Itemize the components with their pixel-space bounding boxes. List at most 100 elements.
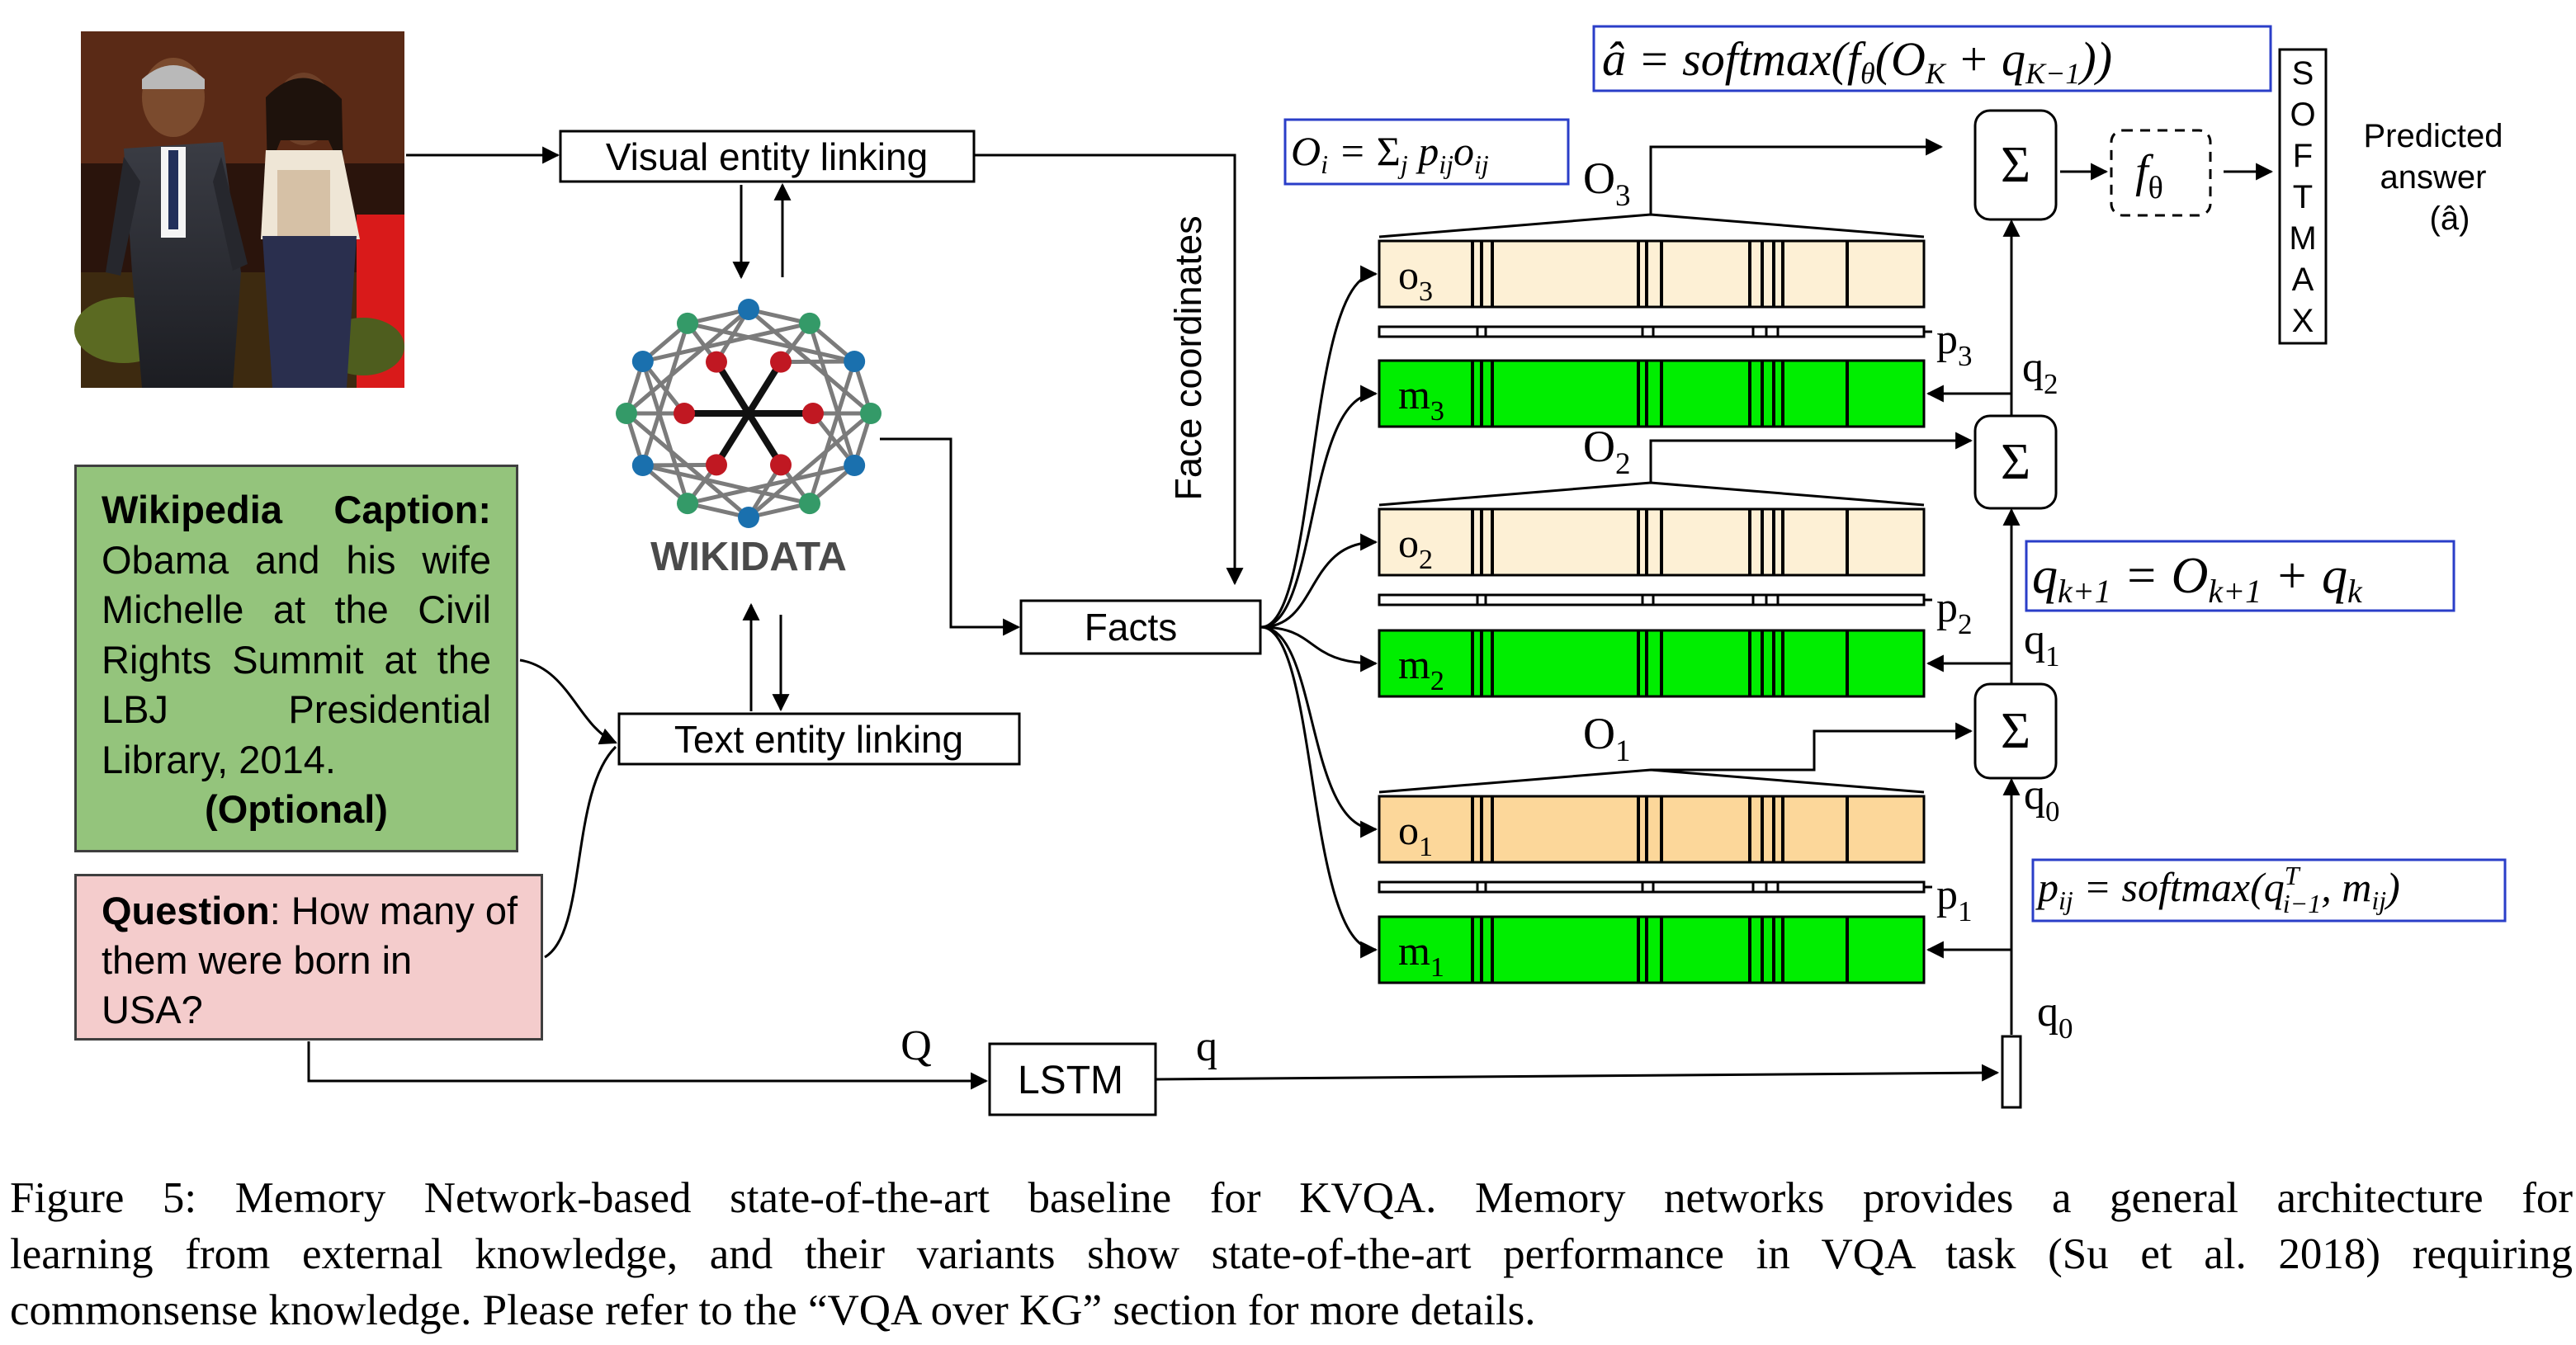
wikidata-edge: [642, 463, 811, 506]
wikidata-node: [706, 351, 727, 373]
wikidata-logo-icon: [616, 299, 882, 528]
wikidata-node: [738, 507, 759, 528]
memory-output-label: O3: [1583, 153, 1631, 213]
wikidata-edge: [747, 412, 872, 519]
figure-caption: Figure 5: Memory Network-based state-of-…: [10, 1170, 2573, 1338]
predicted-answer-line3: (â): [2430, 201, 2470, 237]
memory-value-label: o2: [1398, 520, 1433, 575]
caption-line-3: commonsense knowledge. Please refer to t…: [10, 1286, 1536, 1334]
softmax-letter: T: [2293, 179, 2313, 215]
wikidata-edge: [640, 361, 690, 504]
wikidata-edge: [640, 323, 690, 466]
facts-to-row-arrow: [1260, 385, 1378, 629]
softmax-letter: M: [2289, 220, 2316, 257]
wikidata-node: [844, 455, 866, 476]
face-coordinates-label: Face coordinates: [1167, 215, 1209, 500]
attention-bar: [1378, 593, 1926, 606]
facts-to-row-arrow: [1260, 625, 1378, 838]
wikidata-edge: [780, 359, 855, 365]
vel-to-facts-arrow: [975, 153, 1244, 586]
wikidata-to-facts-arrow: [880, 437, 1021, 636]
facts-label: Facts: [1085, 606, 1177, 649]
memory-value-label: o1: [1398, 807, 1433, 862]
caption-to-tel-arrow: [519, 658, 617, 745]
wikidata-edge: [807, 361, 857, 504]
memory-value-row: [1378, 507, 1926, 577]
wikipedia-caption-box: Wikipedia Caption: Obama and his wife Mi…: [74, 465, 518, 852]
wikidata-label: WIKIDATA: [650, 535, 847, 579]
query-label: q0: [2024, 772, 2060, 828]
caption-line-1: Figure 5: Memory Network-based state-of-…: [10, 1174, 2573, 1222]
wikipedia-caption-text: Obama and his wife Michelle at the Civil…: [102, 537, 491, 781]
visual-entity-linking-box: [559, 130, 976, 183]
wikidata-node: [677, 312, 698, 334]
couple-photo-icon: [74, 31, 404, 388]
wikidata-node: [738, 299, 759, 320]
lstm-label: LSTM: [1018, 1059, 1123, 1102]
text-entity-linking-box: [617, 712, 1021, 766]
wikidata-node: [706, 454, 727, 476]
attention-label: p3: [1936, 316, 1973, 372]
question-heading: Question: [102, 889, 270, 932]
lstm-box: [988, 1042, 1157, 1116]
softmax-letter: O: [2290, 97, 2315, 133]
softmax-letter: S: [2292, 55, 2314, 92]
o2-to-sum-arrow: [1649, 432, 1973, 483]
question-text: : How many of them were born in USA?: [102, 889, 518, 1031]
softmax-letter: A: [2292, 262, 2314, 298]
attention-bar: [1378, 325, 1926, 338]
memory-key-row: [1378, 629, 1926, 698]
wikidata-edge: [687, 321, 855, 364]
question-box: Question: How many of them were born in …: [74, 874, 543, 1041]
wikidata-edge: [640, 360, 686, 415]
question-to-lstm-arrow: [307, 1041, 989, 1090]
wikidata-node: [844, 351, 866, 372]
wikidata-node: [631, 455, 654, 476]
facts-to-row-arrow: [1260, 625, 1378, 959]
wikidata-node: [631, 351, 654, 372]
answer-formula-box: [1592, 25, 2272, 92]
facts-box: [1019, 599, 1262, 655]
wikipedia-caption-heading: Wikipedia Caption:: [102, 488, 491, 531]
wikidata-node: [799, 493, 820, 515]
facts-to-memory-arrows: [1260, 265, 1378, 959]
attention-bar: [1378, 880, 1926, 894]
f-theta-box: [2110, 129, 2212, 217]
wikidata-node: [616, 403, 637, 424]
predicted-answer-line2: answer: [2380, 159, 2487, 196]
q0-input-bar: [2001, 1035, 2022, 1109]
lstm-input-label: Q: [900, 1022, 932, 1069]
attention-label: p2: [1936, 584, 1973, 640]
sum-symbol: Σ: [2001, 703, 2030, 759]
softmax-letter: X: [2292, 303, 2314, 339]
text-entity-linking-label: Text entity linking: [674, 718, 963, 761]
query-label: q0: [2037, 989, 2073, 1045]
wikidata-node: [799, 312, 820, 334]
wikidata-node: [770, 351, 792, 373]
memory-key-label: m1: [1398, 927, 1444, 983]
sum-symbol: Σ: [2001, 137, 2030, 193]
memory-key-label: m3: [1398, 371, 1444, 427]
question-to-tel-arrow: [544, 745, 617, 959]
memory-output-label: O2: [1583, 422, 1631, 481]
facts-to-row-arrow: [1260, 533, 1378, 629]
wikidata-edge: [713, 360, 784, 467]
wikidata-node: [860, 403, 882, 424]
predicted-answer-line1: Predicted: [2364, 118, 2503, 154]
wikidata-edge: [811, 412, 857, 467]
facts-to-row-arrow: [1260, 625, 1378, 672]
memory-key-row: [1378, 359, 1926, 428]
wikidata-edge: [625, 308, 750, 415]
memory-readout-bracket: [1378, 213, 1925, 238]
memory-output-label: O1: [1583, 709, 1631, 768]
memory-key-row: [1378, 915, 1926, 984]
wikipedia-caption-optional: (Optional): [205, 787, 388, 831]
query-label: q2: [2022, 344, 2058, 400]
wikidata-node: [677, 493, 698, 515]
o1-to-sum-arrow: [1651, 722, 1973, 772]
